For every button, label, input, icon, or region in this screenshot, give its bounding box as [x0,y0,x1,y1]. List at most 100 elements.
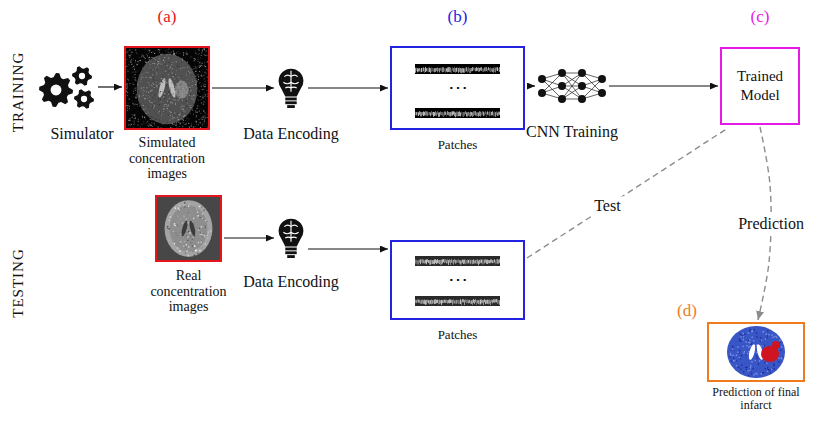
noise-dot [198,100,199,101]
noise-dot [176,85,177,86]
noise-dot [194,68,195,69]
noise-dot [176,125,177,126]
noise-dot [160,114,161,115]
noise-dot [171,102,172,103]
patch-pixel [462,259,463,262]
noise-dot [197,50,198,51]
noise-dot [147,98,148,99]
noise-dot [148,82,149,83]
noise-dot [196,108,197,109]
noise-dot [172,118,173,119]
texture-dot [207,235,208,236]
patch-pixel [443,259,444,262]
noise-dot [133,66,134,67]
texture-dot [741,355,742,356]
noise-dot [173,116,174,117]
noise-dot [191,96,192,97]
patch-pixel [478,260,479,265]
noise-dot [131,54,132,55]
caption: Patches [403,138,513,153]
patch-pixel [471,300,472,303]
patch-pixel [455,260,456,264]
image-ground [709,324,803,380]
gear-hole [79,73,85,79]
patch-pixel [492,68,493,72]
noise-dot [172,92,173,93]
noise-dot [134,118,135,119]
noise-dot [128,54,129,55]
noise-dot [150,69,151,70]
noise-dot [163,76,164,77]
patch-pixel [473,299,474,303]
patch-pixel [430,68,431,73]
noise-dot [183,113,184,114]
noise-dot [133,96,134,97]
image-texture [729,329,783,376]
noise-dot [180,53,181,54]
ventricle-shape [167,78,177,99]
patch-pixel [460,112,461,116]
patch-pixel [484,112,485,115]
noise-dot [141,56,142,57]
noise-dot [190,89,191,90]
noise-dot [145,95,146,96]
texture-dot [763,331,764,332]
patch-pixel [451,300,452,303]
patch-pixel [451,259,452,263]
noise-dot [141,94,142,95]
patch-pixel [440,111,441,114]
gear-hole [81,96,87,102]
noise-dot [150,124,151,125]
noise-dot [178,114,179,115]
caption: Simulated concentration images [117,135,217,182]
noise-dot [148,50,149,51]
noise-dot [190,90,191,91]
texture-dot [739,338,740,339]
patch-pixel [482,259,483,264]
texture-dot [759,360,760,361]
patch-pixel [416,112,417,115]
noise-dot [159,57,160,58]
noise-dot [158,66,159,67]
noise-dot [161,101,162,102]
noise-dot [189,127,190,128]
noise-dot [166,54,167,55]
noise-dot [182,67,183,68]
noise-dot [207,117,208,118]
noise-dot [181,94,182,95]
noise-dot [129,55,130,56]
patch-pixel [434,68,435,72]
noise-dot [142,116,143,117]
network-neuron [558,69,566,77]
noise-dot [190,87,191,88]
texture-dot [773,363,774,364]
patch-pixel [490,259,491,263]
patch-pixel [479,68,480,72]
noise-dot [152,94,153,95]
texture-dot [764,362,765,363]
noise-dot [132,90,133,91]
noise-dot [202,123,203,124]
texture-dot [190,255,191,256]
noise-dot [187,98,188,99]
texture-dot [765,338,766,339]
noise-dot [188,97,189,98]
noise-dot [175,78,176,79]
patch-pixel [423,112,424,117]
gear-shape [39,73,73,107]
noise-dot [166,68,167,69]
patch-pixel [419,68,420,71]
noise-dot [155,69,156,70]
noise-dot [166,96,167,97]
noise-dot [133,93,134,94]
noise-dot [182,127,183,128]
texture-dot [778,358,779,359]
texture-dot [763,372,764,373]
texture-dot [183,216,184,217]
patch-pixel [415,300,416,303]
noise-dot [150,57,151,58]
noise-dot [196,71,197,72]
noise-dot [130,49,131,50]
noise-dot [176,127,177,128]
